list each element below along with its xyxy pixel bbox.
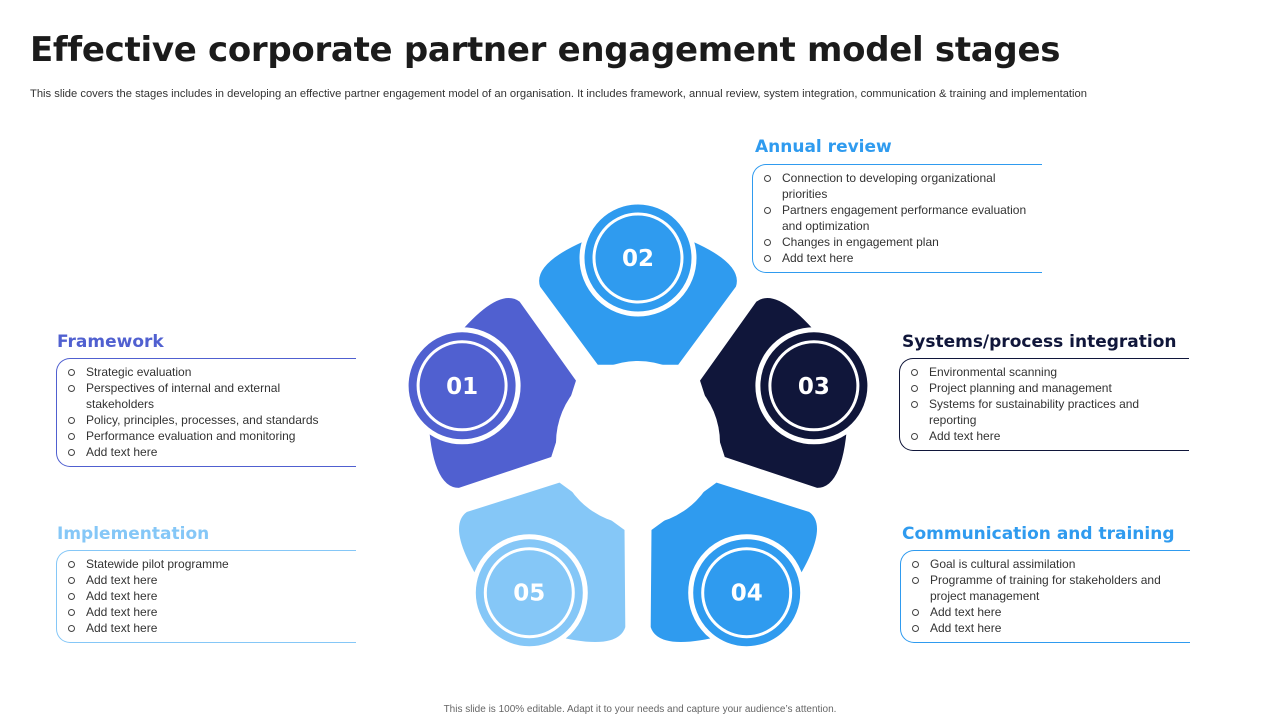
stage-badge-05: 05 (470, 534, 588, 652)
badge-inner-ring (416, 340, 508, 432)
stage-number: 02 (622, 246, 654, 272)
list-item: Add text here (67, 620, 348, 636)
list-item: Policy, principles, processes, and stand… (67, 412, 348, 428)
page-subtitle: This slide covers the stages includes in… (30, 88, 1087, 100)
stage-number: 05 (513, 581, 545, 607)
list-item: Project planning and management (910, 380, 1181, 396)
stage-badge-01: 01 (403, 327, 521, 445)
badge-inner-ring (483, 547, 575, 639)
list-item: Add text here (763, 250, 1034, 266)
list-item: Environmental scanning (910, 364, 1181, 380)
annual-review-list: Connection to developing organizational … (763, 170, 1034, 266)
stage-badge-03: 03 (755, 327, 873, 445)
list-item: Add text here (67, 604, 348, 620)
list-item: Changes in engagement plan (763, 234, 1034, 250)
page-title: Effective corporate partner engagement m… (30, 30, 1061, 70)
annual-review-heading: Annual review (755, 137, 892, 157)
communication-training-heading: Communication and training (902, 524, 1175, 544)
stage-badge-04: 04 (688, 534, 806, 652)
list-item: Statewide pilot programme (67, 556, 348, 572)
systems-integration-heading: Systems/process integration (902, 332, 1177, 352)
center-hole (556, 361, 720, 525)
list-item: Add text here (911, 620, 1182, 636)
list-item: Add text here (67, 572, 348, 588)
list-item: Add text here (67, 444, 348, 460)
implementation-heading: Implementation (57, 524, 210, 544)
list-item: Add text here (911, 604, 1182, 620)
list-item: Add text here (67, 588, 348, 604)
badge-inner-ring (768, 340, 860, 432)
badge-inner-ring (592, 212, 684, 304)
list-item: Strategic evaluation (67, 364, 348, 380)
list-item: Goal is cultural assimilation (911, 556, 1182, 572)
list-item: Add text here (910, 428, 1181, 444)
list-item: Partners engagement performance evaluati… (763, 202, 1034, 234)
badge-inner-ring (701, 547, 793, 639)
framework-heading: Framework (57, 332, 164, 352)
list-item: Programme of training for stakeholders a… (911, 572, 1182, 604)
stage-badge-02: 02 (579, 199, 697, 317)
footer-note: This slide is 100% editable. Adapt it to… (443, 704, 837, 715)
annual-review-box: Connection to developing organizational … (752, 164, 1042, 273)
list-item: Performance evaluation and monitoring (67, 428, 348, 444)
list-item: Connection to developing organizational … (763, 170, 1034, 202)
stage-number: 04 (731, 581, 763, 607)
stage-number: 03 (798, 374, 830, 400)
stage-number: 01 (446, 374, 478, 400)
list-item: Perspectives of internal and external st… (67, 380, 348, 412)
list-item: Systems for sustainability practices and… (910, 396, 1181, 428)
